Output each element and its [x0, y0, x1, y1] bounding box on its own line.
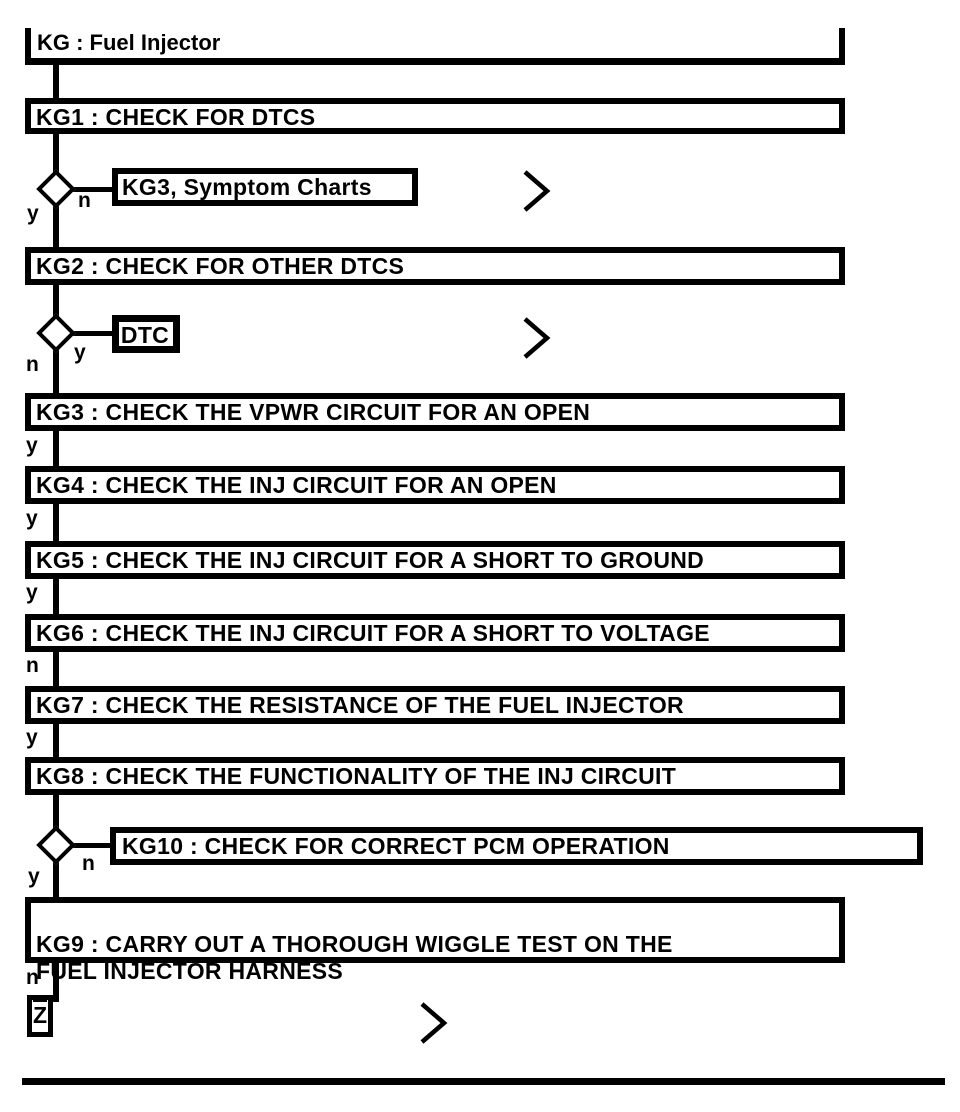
- chart-continues-chevron-icon: [523, 170, 551, 212]
- ref-label: KG3, Symptom Charts: [122, 174, 372, 200]
- step-label: KG2 : CHECK FOR OTHER DTCS: [36, 253, 405, 279]
- connector-line: [53, 579, 59, 614]
- step-label: KG8 : CHECK THE FUNCTIONALITY OF THE INJ…: [36, 763, 677, 789]
- connector-line: [53, 859, 59, 897]
- edge-label-no: n: [26, 353, 39, 376]
- step-label: KG7 : CHECK THE RESISTANCE OF THE FUEL I…: [36, 692, 684, 718]
- step-label: KG4 : CHECK THE INJ CIRCUIT FOR AN OPEN: [36, 472, 557, 498]
- chart-continues-chevron-icon: [523, 317, 551, 359]
- chart-title-box: KG : Fuel Injector: [25, 28, 845, 65]
- step-box-kg9: KG9 : CARRY OUT A THOROUGH WIGGLE TEST O…: [25, 897, 845, 984]
- connector-line: [53, 203, 59, 247]
- decision-diamond: [36, 825, 76, 865]
- connector-line: [53, 652, 59, 686]
- edge-label-yes: y: [26, 507, 38, 530]
- connector-line: [53, 285, 59, 316]
- branch-line: [70, 843, 114, 848]
- step-label: KG9 : CARRY OUT A THOROUGH WIGGLE TEST O…: [36, 931, 673, 984]
- step-box-kg4: KG4 : CHECK THE INJ CIRCUIT FOR AN OPEN: [25, 466, 845, 504]
- step-box-kg2: KG2 : CHECK FOR OTHER DTCS: [25, 247, 845, 285]
- edge-label-yes: y: [27, 202, 39, 225]
- connector-line: [53, 431, 59, 466]
- step-box-kg1: KG1 : CHECK FOR DTCS: [25, 98, 845, 134]
- step-label: KG6 : CHECK THE INJ CIRCUIT FOR A SHORT …: [36, 620, 710, 646]
- connector-label: Z: [32, 1002, 48, 1028]
- chart-title: KG : Fuel Injector: [37, 30, 221, 55]
- edge-label-yes: y: [26, 434, 38, 457]
- step-label: KG3 : CHECK THE VPWR CIRCUIT FOR AN OPEN: [36, 399, 591, 425]
- edge-label-no: n: [82, 852, 95, 875]
- step-box-kg8: KG8 : CHECK THE FUNCTIONALITY OF THE INJ…: [25, 757, 845, 795]
- connector-line: [53, 504, 59, 541]
- step-box-kg7: KG7 : CHECK THE RESISTANCE OF THE FUEL I…: [25, 686, 845, 724]
- edge-label-no: n: [78, 189, 91, 212]
- connector-line: [53, 134, 59, 176]
- chart-continues-chevron-icon: [420, 1002, 448, 1044]
- step-label: KG5 : CHECK THE INJ CIRCUIT FOR A SHORT …: [36, 547, 705, 573]
- edge-label-no: n: [26, 654, 39, 677]
- connector-line: [53, 795, 59, 833]
- edge-label-yes: y: [26, 726, 38, 749]
- step-box-kg3: KG3 : CHECK THE VPWR CIRCUIT FOR AN OPEN: [25, 393, 845, 431]
- branch-line: [70, 187, 114, 192]
- edge-label-no: n: [26, 966, 39, 989]
- ref-label: KG10 : CHECK FOR CORRECT PCM OPERATION: [122, 833, 670, 859]
- decision-diamond: [36, 169, 76, 209]
- branch-line: [70, 331, 114, 336]
- step-box-kg5: KG5 : CHECK THE INJ CIRCUIT FOR A SHORT …: [25, 541, 845, 579]
- ref-box-dtc: DTC: [112, 315, 180, 353]
- ref-label: DTC: [120, 322, 170, 348]
- edge-label-yes: y: [26, 581, 38, 604]
- connector-line: [53, 963, 59, 1002]
- edge-label-yes: y: [28, 865, 40, 888]
- edge-label-yes: y: [74, 341, 86, 364]
- step-label: KG1 : CHECK FOR DTCS: [36, 104, 316, 130]
- step-box-kg6: KG6 : CHECK THE INJ CIRCUIT FOR A SHORT …: [25, 614, 845, 652]
- ref-box-symptom-charts: KG3, Symptom Charts: [112, 168, 418, 206]
- connector-line: [53, 65, 59, 98]
- page-divider-rule: [22, 1078, 945, 1085]
- decision-diamond: [36, 313, 76, 353]
- connector-line: [53, 347, 59, 393]
- offpage-connector-z: Z: [27, 995, 53, 1037]
- connector-line: [53, 724, 59, 757]
- ref-box-kg10: KG10 : CHECK FOR CORRECT PCM OPERATION: [110, 827, 923, 865]
